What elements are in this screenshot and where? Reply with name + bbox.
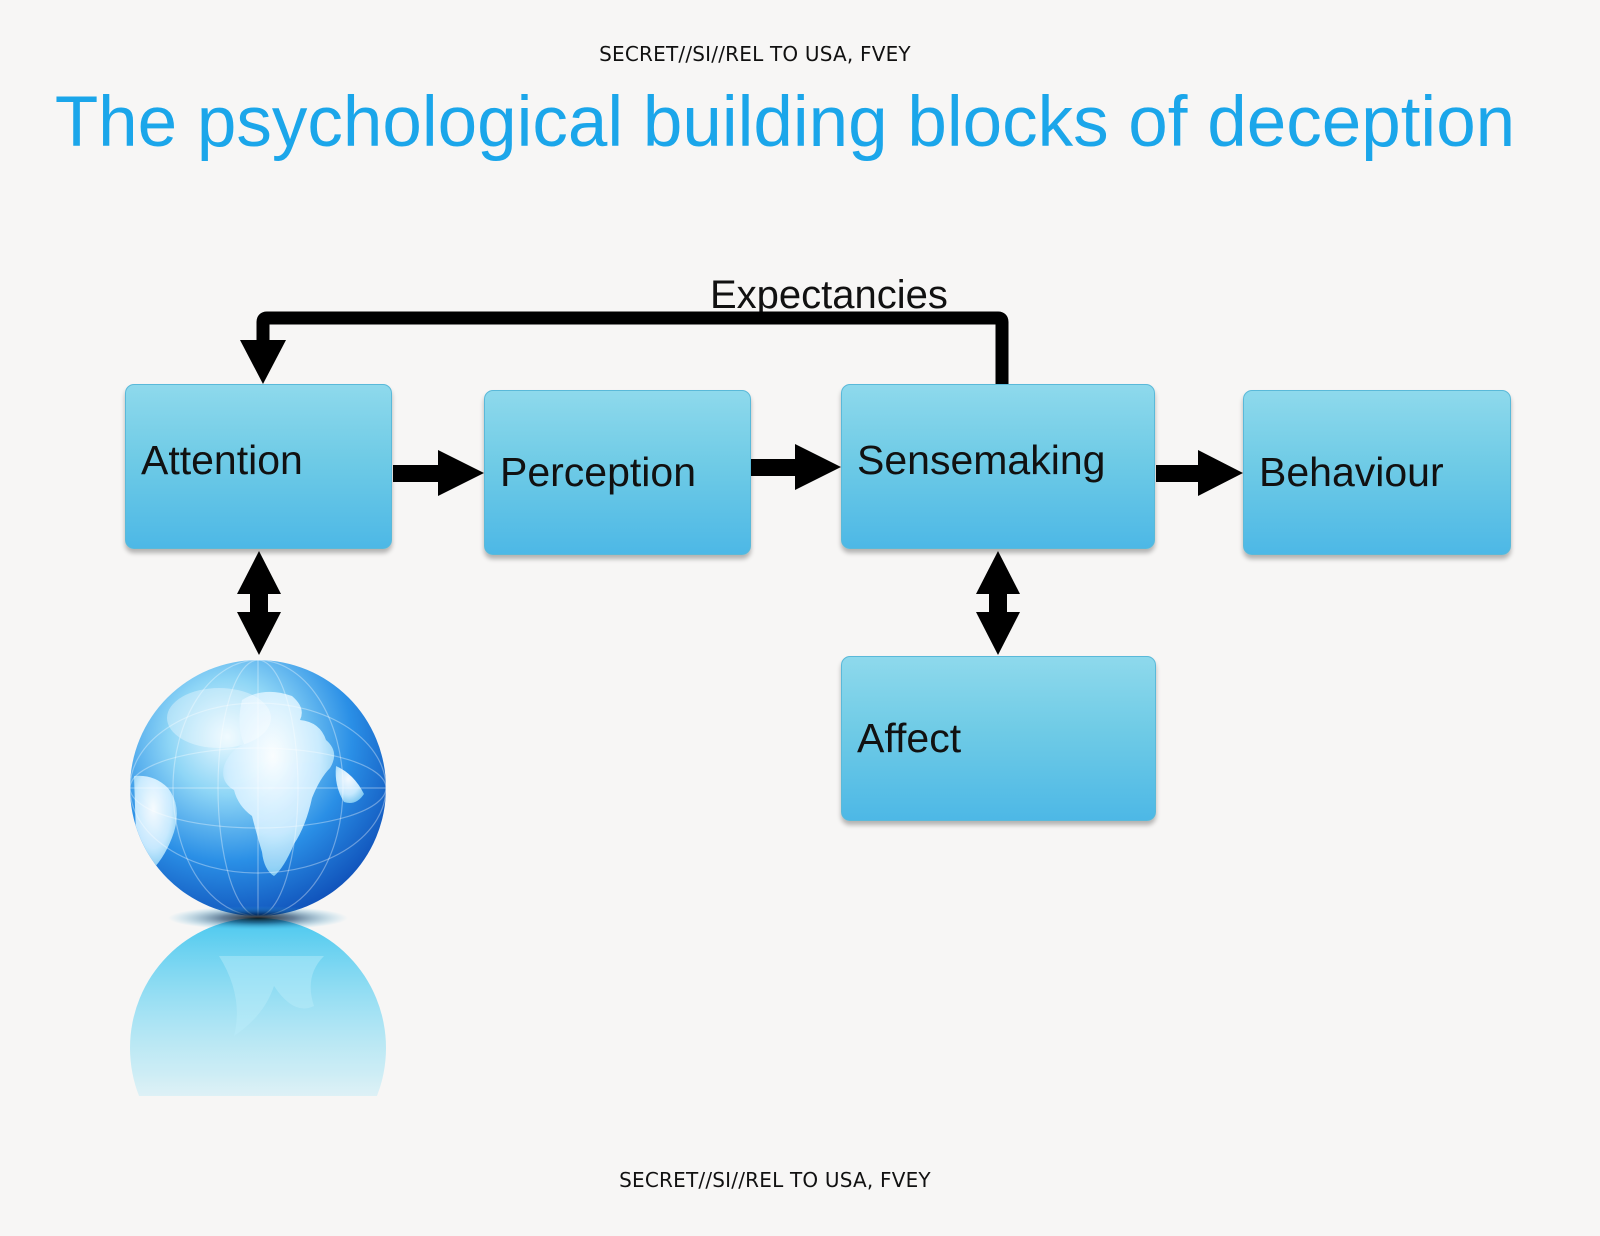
node-behaviour-label: Behaviour [1259, 449, 1444, 495]
arrow-attention-world [237, 551, 281, 655]
arrow-sensemaking-to-behaviour [1156, 450, 1243, 496]
slide-title: The psychological building blocks of dec… [54, 83, 1516, 162]
arrow-attention-to-perception [393, 450, 484, 496]
node-sensemaking: Sensemaking [841, 384, 1155, 549]
expectancies-label: Expectancies [710, 273, 948, 317]
classification-footer: SECRET//SI//REL TO USA, FVEY [619, 1168, 931, 1192]
globe-icon [124, 656, 392, 1096]
arrow-sensemaking-affect [976, 551, 1020, 655]
arrow-perception-to-sensemaking [751, 444, 841, 490]
node-behaviour: Behaviour [1243, 390, 1511, 555]
node-affect: Affect [841, 656, 1156, 821]
node-attention-label: Attention [141, 437, 303, 483]
expectancies-feedback-arrow [240, 311, 1009, 384]
globe-graphic [130, 660, 386, 1096]
node-affect-label: Affect [857, 715, 962, 761]
node-attention: Attention [125, 384, 392, 549]
node-perception: Perception [484, 390, 751, 555]
node-sensemaking-label: Sensemaking [857, 437, 1106, 483]
classification-header: SECRET//SI//REL TO USA, FVEY [599, 42, 911, 66]
node-perception-label: Perception [500, 449, 697, 495]
